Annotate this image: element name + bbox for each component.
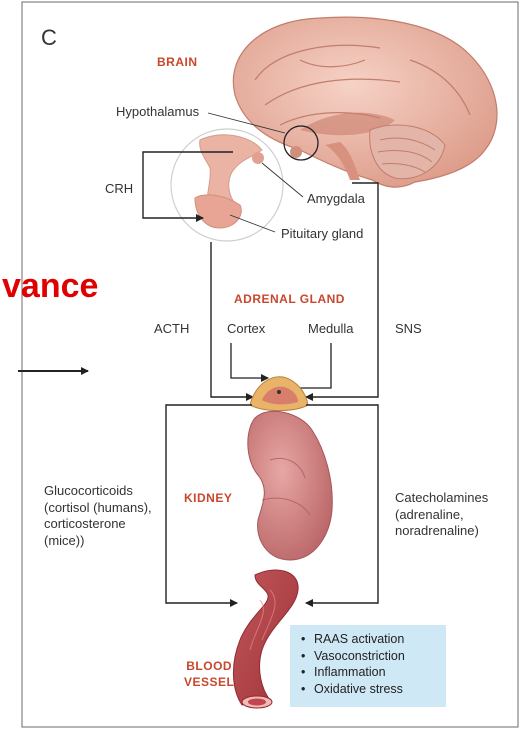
- overlay-heading-fragment: vance: [2, 266, 98, 306]
- kidney-label: KIDNEY: [184, 490, 232, 506]
- panel-letter: C: [41, 30, 57, 46]
- kidney: [248, 411, 332, 560]
- sns-arrow: [306, 183, 378, 397]
- crh-label: CRH: [105, 181, 133, 197]
- medulla-label: Medulla: [308, 321, 354, 337]
- cortex-pointer: [231, 343, 268, 378]
- effect-item: •Vasoconstriction: [314, 648, 446, 665]
- effects-box: •RAAS activation •Vasoconstriction •Infl…: [290, 625, 446, 707]
- pituitary-label: Pituitary gland: [281, 226, 363, 242]
- cortex-label: Cortex: [227, 321, 265, 337]
- effects-list: •RAAS activation •Vasoconstriction •Infl…: [290, 625, 446, 697]
- brain-label: BRAIN: [157, 54, 198, 70]
- catecholamines-label: Catecholamines (adrenaline, noradrenalin…: [395, 490, 488, 540]
- blood-vessel-label: BLOOD VESSEL: [184, 658, 234, 690]
- effect-item: •Oxidative stress: [314, 681, 446, 698]
- acth-label: ACTH: [154, 321, 189, 337]
- adrenal-gland-label: ADRENAL GLAND: [234, 291, 345, 307]
- amygdala-label: Amygdala: [307, 191, 365, 207]
- effect-item: •RAAS activation: [314, 631, 446, 648]
- hypothalamus-label: Hypothalamus: [116, 104, 199, 120]
- effect-item: •Inflammation: [314, 664, 446, 681]
- blood-vessel: [233, 570, 298, 708]
- sns-label: SNS: [395, 321, 422, 337]
- pituitary-inset: [171, 129, 283, 241]
- glucocorticoids-label: Glucocorticoids (cortisol (humans), cort…: [44, 483, 152, 549]
- acth-arrow: [211, 242, 253, 397]
